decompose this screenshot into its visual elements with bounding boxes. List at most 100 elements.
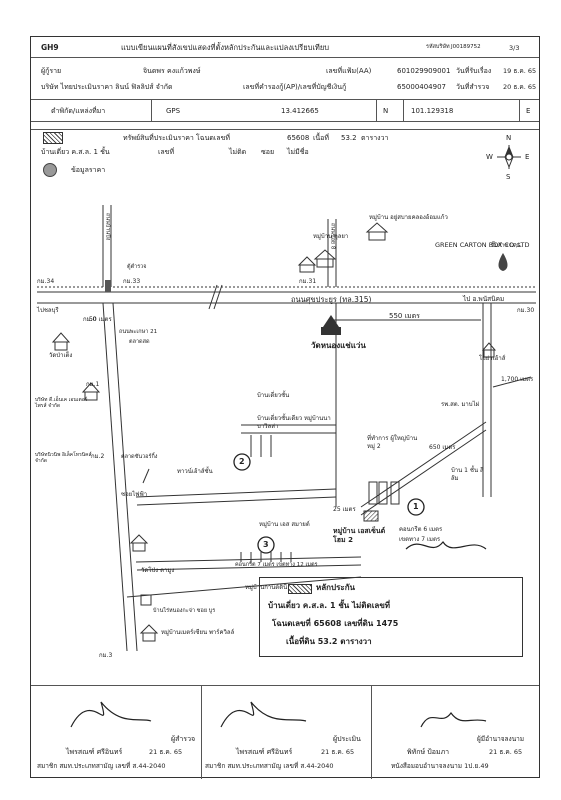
house-no: ไม่ติด — [229, 148, 247, 156]
role-authorized: ผู้มีอำนาจลงนาม — [477, 735, 525, 743]
date-surveyor: 21 ธ.ค. 65 — [149, 748, 183, 756]
soi-fai-label: ซอยไฟฟ้า — [121, 491, 148, 498]
date-appraiser: 21 ธ.ค. 65 — [321, 748, 355, 756]
collateral-swatch — [288, 584, 312, 594]
market2-label: ตลาดซันวอร์กิ้ง — [121, 454, 158, 460]
concrete-bottom-label: คอนกรีต 7 เมตร เขตทาง 12 เมตร — [235, 562, 318, 568]
soi-value: ไม่มีชื่อ — [287, 148, 309, 156]
comp2-label: บ้านเดี่ยวชั้นเดียว หมู่บ้านนาบาวิลล่า — [257, 415, 331, 430]
circle-3-number: 3 — [263, 540, 269, 549]
price-info-label: ข้อมูลราคา — [71, 166, 106, 174]
asset-legend-swatch — [43, 132, 63, 144]
km30-label: กม.30 — [517, 307, 535, 314]
compass-w: W — [486, 153, 493, 161]
name-appraiser: ไพรสณฑ์ ศรีอินทร์ — [236, 748, 293, 756]
collateral-line3: เนื้อที่ดิน 53.2 ตารางวา — [286, 637, 372, 646]
gps-label: GPS — [166, 107, 181, 115]
name-surveyor: ไพรสณฑ์ ศรีอินทร์ — [66, 748, 123, 756]
page-number: 3/3 — [509, 44, 520, 52]
circle-2-number: 2 — [239, 457, 245, 466]
traffic-light-icon — [105, 280, 111, 292]
collateral-line2: โฉนดเลขที่ 65608 เลขที่ดิน 1475 — [272, 619, 399, 628]
temple-label: วัดหนองแช่แว่น — [311, 341, 366, 350]
km3-label: กม.3 — [99, 652, 113, 659]
seven-eleven-icon — [140, 594, 152, 606]
comp2-short-label: บ้านเดี่ยวชั้น — [257, 392, 290, 399]
km34-label: กม.34 — [37, 278, 55, 285]
road-main-label: ถนนศุขประยูร (ทล.315) — [291, 295, 372, 304]
circle-1-number: 1 — [413, 502, 419, 511]
longitude: 101.129318 — [411, 107, 454, 115]
km1-label: กม.1 — [86, 381, 100, 388]
role-appraiser: ผู้ประเมิน — [333, 735, 361, 743]
concrete-6m-label: คอนกรีต 6 เมตร — [399, 526, 443, 533]
house-no-label: เลขที่ — [158, 148, 175, 156]
company-left-label: บริษัท ดี.เอ็นเค เอนเตอร์ไพรส์ จำกัด — [35, 397, 88, 409]
village-bottom-label: หมู่บ้านเมตร์เซียน พาร์ควิลล์ — [161, 629, 235, 636]
temple-icon — [321, 315, 341, 335]
area-label: เนื้อที่ — [313, 134, 329, 142]
deed-no: 65608 — [287, 134, 310, 142]
aa-label: เลขที่แฟ้ม(AA) — [326, 67, 372, 75]
village-kunlaya-label: หมู่บ้าน กุลยา — [313, 233, 349, 240]
member-authorized: หนังสือมอบอำนาจลงนาม 1ป.ย.49 — [391, 762, 489, 770]
area-unit: ตารางวา — [361, 134, 389, 142]
lpg-icon — [498, 253, 508, 271]
survey-label: วันที่สำรวจ — [456, 83, 490, 91]
latitude: 13.412665 — [281, 107, 319, 115]
survey-date: 20 ธ.ค. 65 — [503, 83, 537, 91]
km33-label: กม.33 — [123, 278, 141, 285]
subject-plot — [363, 510, 379, 522]
to-chonburi-label: ไปชลบุรี — [37, 307, 59, 314]
compass-n: N — [506, 134, 512, 142]
company-left2-label: บริษัทนิวนิพ อิเล็คโทรนิคส์ จำกัด — [35, 452, 92, 464]
market-label: ตลาดสด — [129, 339, 150, 345]
role-surveyor: ผู้สำรวจ — [171, 735, 196, 743]
walkway-7m-label: เขตทาง 7 เมตร — [399, 536, 441, 543]
location-label: ตำพิกัด/แหล่งที่มา — [51, 107, 106, 115]
map-drawing — [37, 145, 536, 652]
townhouse-label: ทาวน์เฮ้าส์ชั้น — [177, 468, 213, 475]
collateral-box: หลักประกัน บ้านเดี่ยว ค.ส.ล. 1 ชั้น ไม่ต… — [259, 577, 523, 657]
member-appraiser: สมาชิก สมท.ประเภทสามัญ เลขที่ ส.44-2040 — [205, 762, 334, 770]
name-authorized: พิทักษ์ ป้อมภา — [407, 748, 450, 756]
compass-e: E — [525, 153, 530, 161]
surveyor-name: จินดพร คงแก้วพงษ์ — [143, 67, 201, 75]
house-type: บ้านเดี่ยว ค.ส.ล. 1 ชั้น — [41, 148, 110, 156]
wat-pateng-label: วัดป่าเต็ง — [49, 352, 73, 359]
receive-label: วันที่รับเรื่อง — [456, 67, 492, 75]
company-name: บริษัท ไทยประเมินราคา ลินน์ ฟิลลิปส์ จำก… — [41, 83, 173, 91]
n-label: N — [383, 107, 389, 115]
village-ktnt-label: หมู่บ้านกานต์ดินี — [245, 584, 288, 591]
village-office-label: ที่ทำการ ผู้ใหญ่บ้าน หมู่ 2 — [367, 435, 418, 450]
e-label: E — [526, 107, 531, 115]
comp-1-marker — [407, 498, 425, 516]
wat-pong-label: วัดโป่ง ตามูง — [141, 567, 175, 574]
km31-label: กม.31 — [299, 278, 317, 285]
comp3-label: หมู่บ้าน เอส สมายด์ — [259, 521, 310, 528]
village-house-icons — [51, 222, 497, 642]
seven-eleven-label: บ้านไร่หนองกะจ่า ซอย บูร — [153, 608, 216, 614]
compass-s: S — [506, 173, 511, 181]
collateral-title: หลักประกัน — [316, 583, 356, 592]
lpg-label: ปั๊มก๊าซ LPG — [491, 243, 521, 249]
comp1-label: บ้าน 1 ชั้น สีส้ม — [451, 467, 484, 482]
appraisal-map-sheet: GH9 แบบเขียนแผนที่สังเขปแสดงที่ตั้งหลักป… — [30, 36, 540, 779]
village-upper-label: หมู่บ้าน อยู่สบายคลองอ้อมแก้ว — [369, 214, 448, 221]
member-surveyor: สมาชิก สมท.ประเภทสามัญ เลขที่ ส.44-2040 — [37, 762, 166, 770]
soi-label: ซอย — [261, 148, 275, 156]
surveyor-label: ผู้กู้ราย — [41, 67, 62, 75]
green-carton-label: GREEN CARTON BOX CO.,LTD — [435, 241, 530, 249]
form-code: GH9 — [41, 43, 59, 52]
road-left-v-label: ถนนบ้านบึง — [104, 213, 111, 241]
road-side-v-label: ถนนซอย 8 — [329, 223, 336, 250]
comp-3-marker — [257, 536, 275, 554]
form-title: แบบเขียนแผนที่สังเขปแสดงที่ตั้งหลักประกั… — [121, 43, 330, 52]
road-marker-label: ถนนพะเกษา 21 — [119, 329, 158, 335]
dist-650-label: 650 เมตร — [429, 444, 456, 451]
subject-village-label: หมู่บ้าน เอสเซ็นต์โฮม 2 — [333, 527, 386, 545]
area-value: 53.2 — [341, 134, 357, 142]
dist-1700-label: 1,700 เมตร — [501, 376, 534, 383]
ref-label: รหัสบริษัท — [426, 44, 450, 50]
km2-label: กม.2 — [91, 453, 105, 460]
